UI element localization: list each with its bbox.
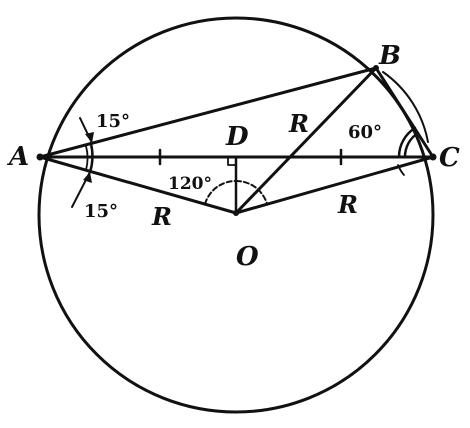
radius-oa (38, 155, 238, 215)
arc-bc (382, 71, 429, 143)
angle-arc-c-lower (397, 164, 405, 176)
angle-arc-o-right (235, 179, 268, 205)
radius-ob (234, 66, 378, 215)
label-radius-oa: R (151, 202, 172, 231)
point-o-dot (233, 210, 239, 216)
label-point-a: A (6, 142, 29, 172)
label-radius-oc: R (337, 190, 358, 219)
arrowhead-a-lower (83, 172, 92, 183)
label-angle-a-lower: 15° (84, 201, 118, 222)
label-point-d: D (225, 122, 249, 152)
radius-oc (234, 155, 435, 215)
angle-arc-a-inner (85, 145, 89, 171)
label-angle-a-upper: 15° (96, 111, 130, 132)
right-angle-mark (227, 156, 237, 166)
point-c-dot (429, 153, 437, 161)
angle-arc-c-outer (397, 126, 417, 159)
angle-arc-o (204, 179, 237, 205)
angle-arc-c-inner (403, 131, 420, 159)
point-a-dot (36, 153, 44, 161)
label-radius-ob: R (288, 109, 309, 138)
chord-bc (374, 66, 435, 159)
label-point-c: C (439, 143, 460, 173)
arrowhead-a-upper (85, 132, 94, 143)
label-angle-c: 60° (348, 122, 382, 143)
label-point-b: B (378, 41, 401, 71)
label-point-o: O (236, 242, 259, 272)
circle (37, 16, 435, 414)
point-b-dot (373, 65, 379, 71)
chord-ab (38, 66, 378, 159)
label-angle-aod: 120° (168, 174, 212, 194)
